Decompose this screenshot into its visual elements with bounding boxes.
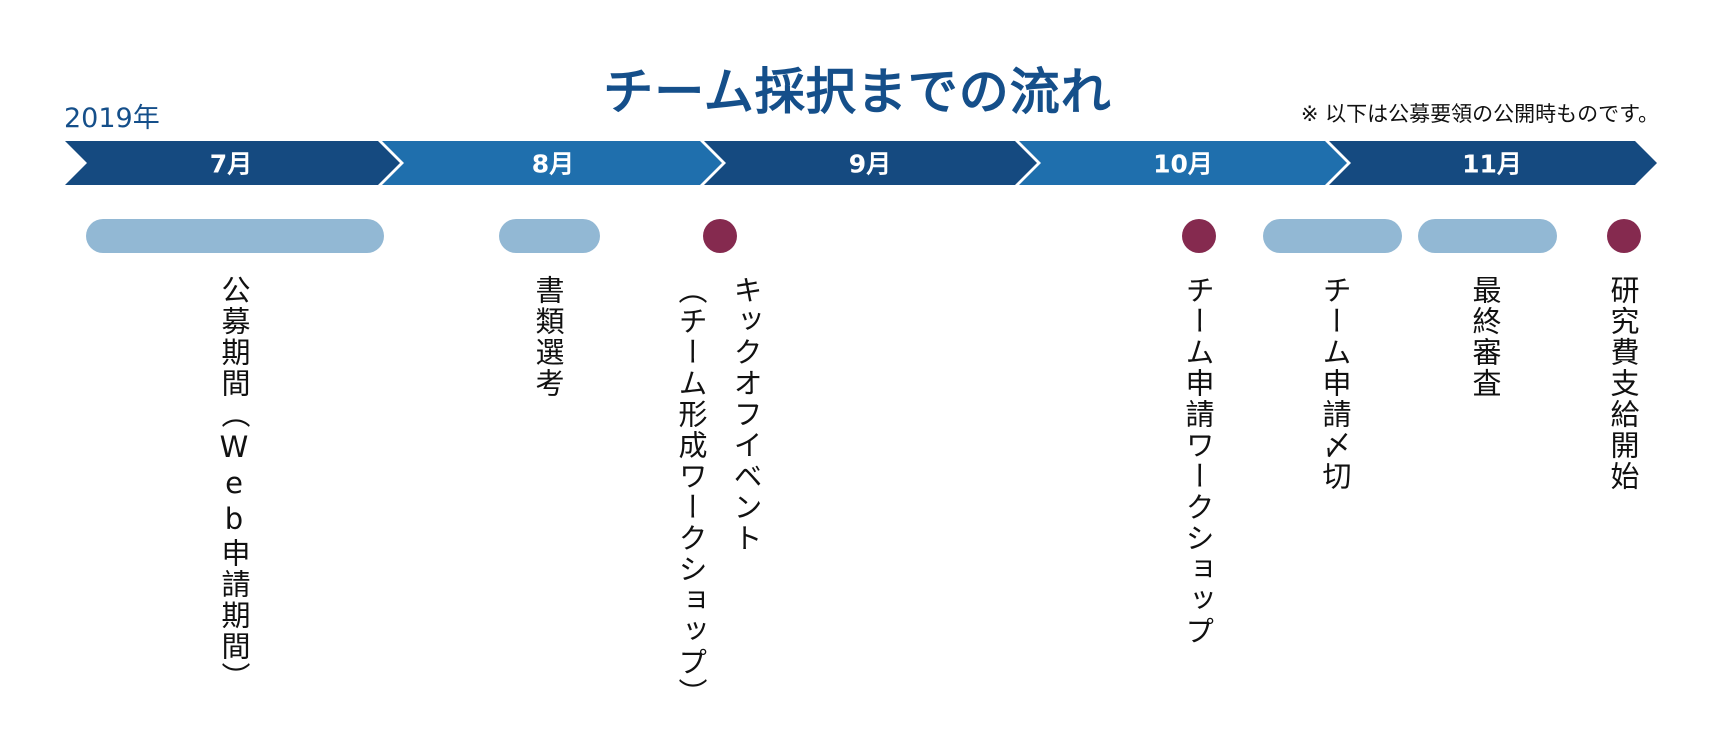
period-bar-screening bbox=[499, 219, 600, 253]
disclaimer-note: ※ 以下は公募要領の公開時ものです。 bbox=[1300, 102, 1659, 126]
event-label-kickoff-sub: （チーム形成ワークショップ） bbox=[674, 275, 708, 709]
period-bar-deadline bbox=[1263, 219, 1402, 253]
event-label-application-period: 公募期間（Web申請期間） bbox=[217, 275, 251, 693]
year-label: 2019年 bbox=[64, 103, 160, 134]
month-arrow-nov bbox=[1329, 141, 1657, 185]
event-label-kickoff: キックオフイベント bbox=[729, 275, 763, 554]
period-bar-application bbox=[86, 219, 384, 253]
month-arrow-row: 7月 8月 9月 10月 11月 bbox=[65, 141, 1657, 185]
month-label-sep: 9月 bbox=[849, 150, 891, 179]
event-label-team-workshop: チーム申請ワークショップ bbox=[1181, 275, 1215, 647]
month-arrow-jul bbox=[65, 141, 400, 185]
event-label-final-review: 最終審査 bbox=[1468, 275, 1502, 399]
event-dot-workshop bbox=[1182, 219, 1216, 253]
month-label-aug: 8月 bbox=[532, 150, 574, 179]
event-dot-kickoff bbox=[703, 219, 737, 253]
event-label-screening: 書類選考 bbox=[531, 275, 565, 399]
event-label-team-deadline: チーム申請〆切 bbox=[1318, 275, 1352, 492]
event-dot-funding bbox=[1607, 219, 1641, 253]
event-markers bbox=[86, 219, 1641, 253]
month-arrow-aug bbox=[382, 141, 722, 185]
month-label-oct: 10月 bbox=[1153, 150, 1213, 179]
month-arrow-sep bbox=[704, 141, 1037, 185]
month-label-nov: 11月 bbox=[1462, 150, 1522, 179]
month-label-jul: 7月 bbox=[210, 150, 252, 179]
event-label-funding-start: 研究費支給開始 bbox=[1606, 275, 1640, 492]
period-bar-final-review bbox=[1418, 219, 1557, 253]
month-arrow-oct bbox=[1019, 141, 1347, 185]
page-title: チーム採択までの流れ bbox=[603, 63, 1112, 121]
